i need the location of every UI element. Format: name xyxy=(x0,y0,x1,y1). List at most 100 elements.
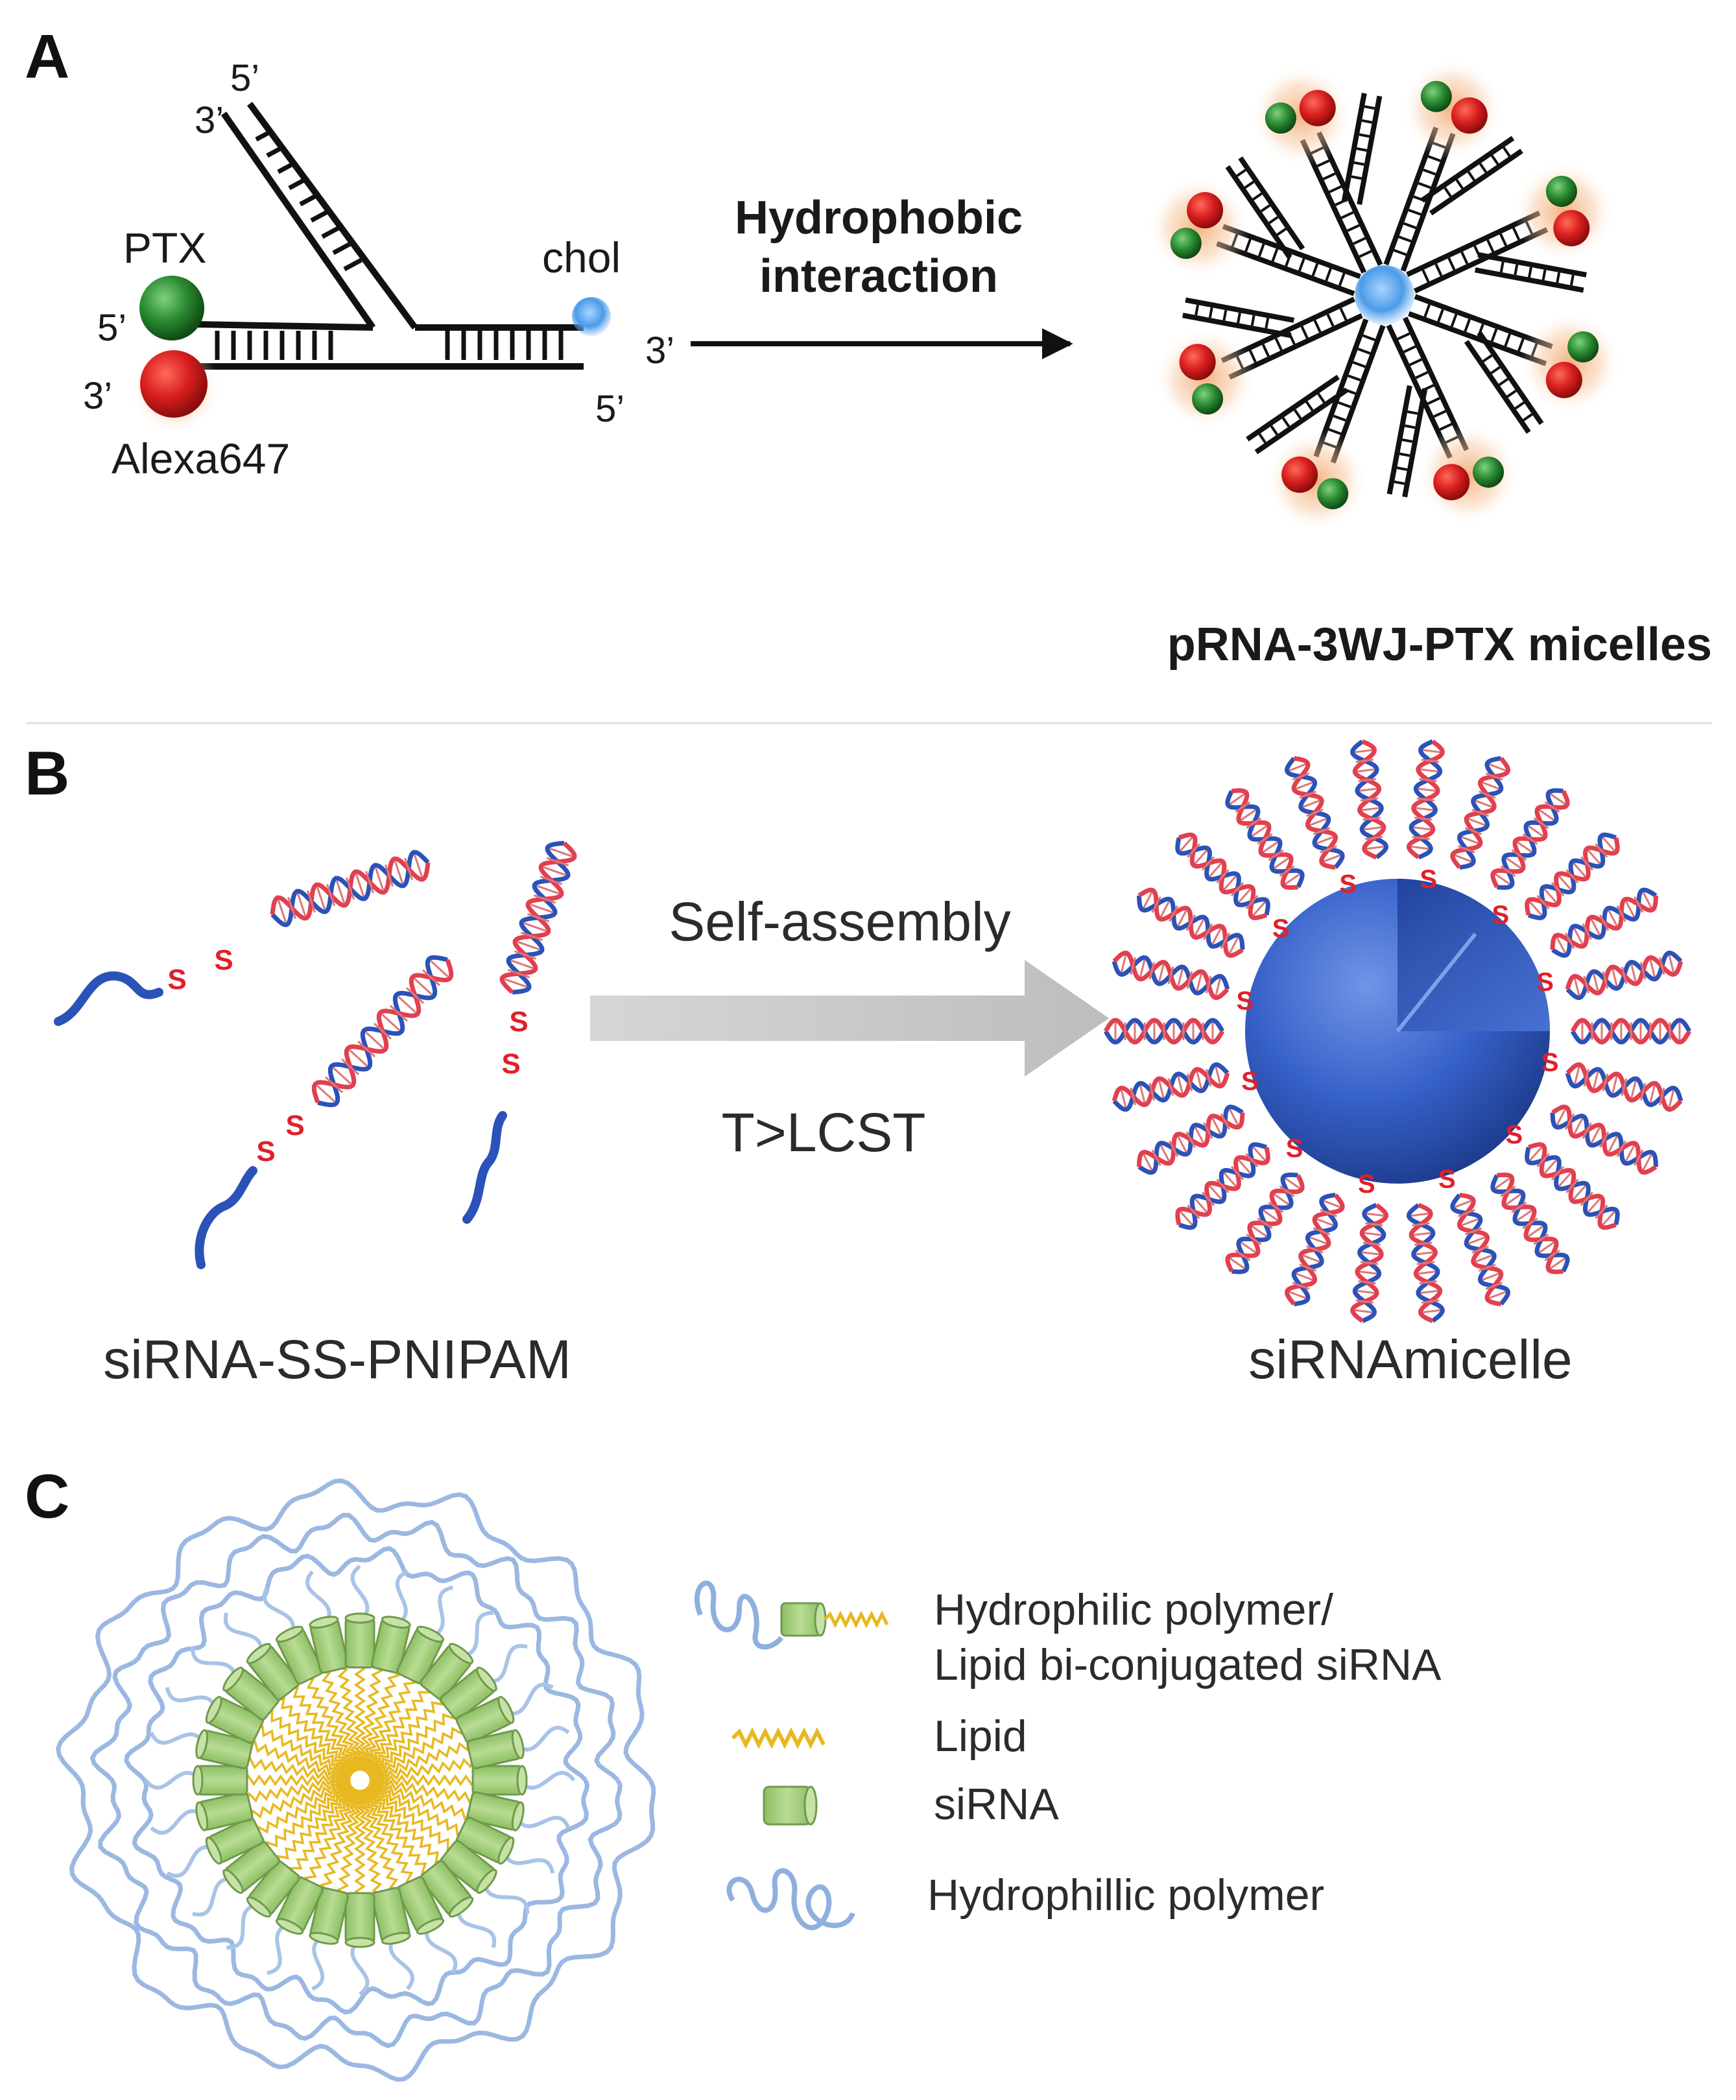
helix-rung xyxy=(326,883,335,907)
arrow-label-line1: Hydrophobic xyxy=(735,192,1023,244)
arm-base-pair xyxy=(1403,222,1417,230)
helix-rung xyxy=(1229,793,1245,805)
helix-rung xyxy=(1511,849,1527,861)
helix-rung xyxy=(1203,923,1213,940)
panel-c: C Hydrophilic polymer/ Lipid bi-conjugat… xyxy=(25,1462,1442,2082)
helix-rung xyxy=(507,969,530,979)
pnipam-chain xyxy=(54,971,163,1026)
sirna-cylinder xyxy=(344,1892,375,1948)
helix-rung xyxy=(381,1014,400,1031)
lipid-tail xyxy=(274,1697,353,1776)
helix-rung xyxy=(1313,827,1331,835)
polymer-ring xyxy=(56,1478,656,2082)
branch-base-pair xyxy=(1250,315,1255,326)
tip-ptx-sphere xyxy=(1317,478,1349,510)
helix-rung xyxy=(1240,809,1256,821)
helix-rung xyxy=(1419,1280,1437,1285)
helix-rung xyxy=(1621,966,1628,984)
branch-strand xyxy=(1254,387,1349,455)
helix-rung xyxy=(1216,1178,1230,1193)
arm-base-pair xyxy=(1353,237,1366,245)
helix-rung xyxy=(1323,854,1341,863)
helix-rung xyxy=(1551,881,1565,897)
branch-base-pair xyxy=(1506,389,1517,398)
helix-rung xyxy=(1246,1234,1262,1245)
helix-rung xyxy=(1500,1185,1516,1197)
helix-rung xyxy=(1364,826,1382,831)
helix-rung xyxy=(1306,1245,1324,1254)
helix-rung xyxy=(1158,1080,1165,1099)
branch-base-pair xyxy=(1270,425,1279,436)
helix-rung xyxy=(1220,932,1231,949)
disulfide-s: S xyxy=(1438,1165,1456,1194)
micelle-helix xyxy=(1350,1202,1389,1323)
helix-rung xyxy=(1245,1152,1259,1168)
alexa647-label: Alexa647 xyxy=(112,435,290,483)
helix-rung xyxy=(1461,836,1479,844)
helix-rung xyxy=(1461,1218,1479,1226)
helix-rung xyxy=(1505,857,1521,869)
helix-rung xyxy=(1550,793,1566,805)
micelle-helix xyxy=(1175,832,1270,920)
helix-rung xyxy=(1240,1241,1256,1254)
cylinder-cap xyxy=(516,1765,528,1796)
legend: Hydrophilic polymer/ Lipid bi-conjugated… xyxy=(694,1581,1442,1931)
helix-rung xyxy=(1279,1185,1295,1197)
helix-rung xyxy=(1421,1299,1440,1304)
branch-base-pair xyxy=(1498,377,1509,387)
horizontal-base-pairs xyxy=(215,331,564,360)
helix-rung xyxy=(365,1031,384,1049)
ptx-label: PTX xyxy=(123,224,206,272)
helix-rung xyxy=(1279,865,1295,877)
helix-rung xyxy=(1458,845,1475,853)
helix-rung xyxy=(1500,865,1516,877)
lipid-tail xyxy=(263,1710,351,1778)
micelle-helix xyxy=(1406,1202,1445,1323)
cylinder-cap xyxy=(497,1695,515,1724)
helix-rung xyxy=(324,1076,344,1093)
branch-base-pair xyxy=(1541,269,1547,281)
helix-rung xyxy=(1489,763,1506,772)
helix-rung xyxy=(1539,809,1555,821)
helix-rung xyxy=(1357,768,1375,773)
micelle-helix xyxy=(1490,788,1570,890)
branch-base-pair xyxy=(1236,169,1246,177)
helix-rung xyxy=(1186,971,1193,989)
helix-rung xyxy=(1185,1131,1196,1149)
branch-base-pair xyxy=(1514,401,1525,410)
lipid-tail xyxy=(249,1779,353,1820)
disulfide-s: S xyxy=(1236,986,1254,1015)
helix-rung xyxy=(1414,1241,1433,1246)
helix-rung xyxy=(1196,973,1202,992)
cylinder-body xyxy=(196,1765,248,1796)
tip-alexa-sphere xyxy=(1545,361,1582,398)
disulfide-s: S xyxy=(509,1006,528,1038)
right-5-prime-label: 5’ xyxy=(595,388,624,430)
branch-base-pair xyxy=(1444,187,1452,198)
helix-rung xyxy=(540,876,563,885)
arm-base-pair xyxy=(1338,401,1351,409)
helix-rung xyxy=(1215,1066,1221,1084)
helix-rung xyxy=(1471,1245,1489,1254)
lipid-tail xyxy=(288,1686,356,1775)
micelle-helix xyxy=(1350,739,1389,860)
tip-alexa-sphere xyxy=(1553,209,1590,246)
helix-rung xyxy=(1574,1066,1580,1084)
cutaway-edge xyxy=(1396,933,1477,1032)
lipid-tail xyxy=(256,1782,354,1837)
helix-rung xyxy=(1418,787,1436,792)
cylinder-cap xyxy=(275,1625,304,1643)
sirna-cylinder xyxy=(466,1729,525,1770)
helix-rung xyxy=(1316,836,1334,844)
helix-rung xyxy=(1422,749,1441,754)
helix-rung xyxy=(1187,843,1200,858)
helix-rung xyxy=(1306,809,1324,817)
lipid-tail xyxy=(356,1788,383,1896)
sirna-cylinder xyxy=(440,1666,497,1721)
helix-rung xyxy=(1608,909,1618,927)
helix-rung xyxy=(1320,845,1337,853)
helix-rung xyxy=(1159,901,1171,918)
lipid-tail xyxy=(337,1789,363,1897)
helix-rung xyxy=(1139,1085,1146,1103)
